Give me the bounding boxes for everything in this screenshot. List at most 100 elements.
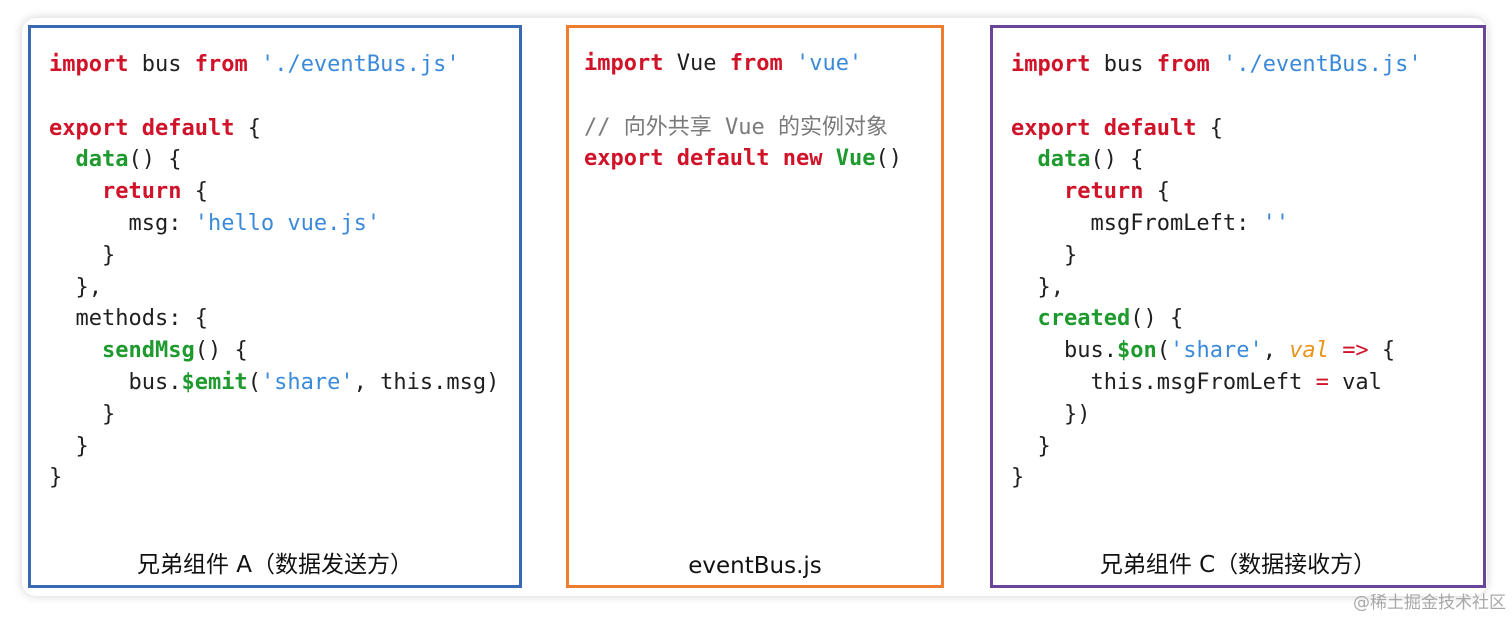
- code-token: return: [1063, 179, 1144, 205]
- code-line: bus.$emit('share', this.msg): [49, 367, 499, 399]
- code-token: './eventBus.js': [1222, 52, 1422, 77]
- code-line: }: [1011, 240, 1422, 272]
- code-block-c: import bus from './eventBus.js' export d…: [1011, 49, 1422, 494]
- code-token: bus.: [1011, 338, 1117, 364]
- code-line: bus.$on('share', val => {: [1011, 335, 1422, 367]
- code-token: new: [782, 146, 823, 172]
- code-token: $on: [1116, 338, 1157, 364]
- code-line: return {: [49, 176, 499, 208]
- code-token: }): [1011, 401, 1091, 427]
- code-token: return: [101, 179, 182, 205]
- code-line: },: [1011, 272, 1422, 304]
- code-token: ,: [1262, 338, 1290, 364]
- code-line: return {: [1011, 176, 1422, 208]
- code-token: methods: {: [49, 306, 208, 332]
- code-line: }: [49, 240, 499, 272]
- code-line: msg: 'hello vue.js': [49, 208, 499, 240]
- code-token: default: [1103, 115, 1197, 141]
- code-token: import: [49, 52, 129, 77]
- panel-component-c: import bus from './eventBus.js' export d…: [990, 25, 1486, 588]
- code-token: },: [1011, 274, 1064, 300]
- code-line: }: [1011, 431, 1422, 463]
- code-token: [1011, 147, 1038, 172]
- code-token: this.msgFromLeft: [1011, 369, 1316, 395]
- code-token: val: [1328, 369, 1382, 395]
- code-token: bus: [1090, 52, 1157, 77]
- code-line: [584, 80, 902, 112]
- code-token: msgFromLeft:: [1011, 210, 1263, 236]
- code-line: methods: {: [49, 303, 499, 335]
- code-token: from: [729, 51, 783, 76]
- panel-component-a: import bus from './eventBus.js' export d…: [28, 25, 522, 588]
- code-token: data: [1037, 147, 1091, 173]
- code-token: [1090, 116, 1103, 141]
- code-line: }): [1011, 399, 1422, 431]
- code-token: 'share': [260, 369, 354, 395]
- code-token: val: [1289, 338, 1329, 364]
- code-token: }: [49, 465, 63, 491]
- code-token: [49, 147, 76, 172]
- code-token: [822, 146, 835, 171]
- code-token: data: [75, 147, 129, 173]
- code-token: , this.msg): [353, 369, 500, 395]
- code-token: =: [1315, 369, 1329, 395]
- code-line: export default new Vue(): [584, 143, 902, 175]
- code-token: Vue: [835, 146, 876, 172]
- watermark: @稀土掘金技术社区: [1353, 593, 1506, 613]
- code-token: export: [49, 115, 129, 141]
- code-token: }: [49, 433, 89, 459]
- code-token: './eventBus.js': [260, 52, 460, 77]
- code-token: () {: [128, 147, 182, 173]
- code-line: created() {: [1011, 303, 1422, 335]
- code-line: msgFromLeft: '': [1011, 208, 1422, 240]
- code-token: bus: [128, 52, 195, 77]
- code-line: sendMsg() {: [49, 335, 499, 367]
- code-token: default: [141, 115, 235, 141]
- code-token: [248, 52, 261, 77]
- code-token: msg:: [49, 210, 195, 236]
- code-token: 'vue': [795, 51, 863, 76]
- code-token: 'share': [1169, 338, 1263, 364]
- code-token: [128, 116, 141, 141]
- code-token: () {: [1130, 306, 1184, 332]
- code-token: }: [1011, 465, 1025, 491]
- code-token: {: [234, 115, 261, 141]
- code-token: '': [1262, 210, 1290, 236]
- code-token: {: [1368, 338, 1396, 364]
- code-token: [663, 146, 676, 171]
- code-token: }: [49, 242, 116, 268]
- code-token: from: [1156, 52, 1210, 77]
- code-line: import bus from './eventBus.js': [49, 49, 499, 81]
- code-token: import: [584, 51, 664, 76]
- caption-event-bus: eventBus.js: [688, 553, 822, 579]
- caption-component-a: 兄弟组件 A（数据发送方）: [136, 552, 414, 578]
- code-token: (: [1156, 338, 1170, 364]
- code-line: data() {: [1011, 144, 1422, 176]
- code-line: data() {: [49, 144, 499, 176]
- code-token: default: [676, 146, 770, 172]
- code-token: export: [584, 146, 664, 172]
- code-line: // 向外共享 Vue 的实例对象: [584, 112, 902, 144]
- code-block-a: import bus from './eventBus.js' export d…: [49, 49, 499, 494]
- code-token: sendMsg: [101, 338, 195, 364]
- code-token: }: [1011, 242, 1078, 268]
- code-line: [1011, 81, 1422, 113]
- code-token: 'hello vue.js': [194, 210, 381, 236]
- code-token: [783, 51, 796, 76]
- code-token: from: [194, 52, 248, 77]
- code-token: [769, 146, 782, 171]
- code-line: import bus from './eventBus.js': [1011, 49, 1422, 81]
- code-line: }: [1011, 462, 1422, 494]
- code-token: {: [181, 179, 208, 205]
- code-token: {: [1143, 179, 1170, 205]
- code-token: [1329, 338, 1342, 363]
- code-line: this.msgFromLeft = val: [1011, 367, 1422, 399]
- code-token: [49, 179, 102, 204]
- code-token: Vue: [663, 51, 730, 76]
- caption-component-c: 兄弟组件 C（数据接收方）: [1099, 552, 1377, 578]
- code-line: export default {: [49, 113, 499, 145]
- code-token: created: [1037, 306, 1131, 332]
